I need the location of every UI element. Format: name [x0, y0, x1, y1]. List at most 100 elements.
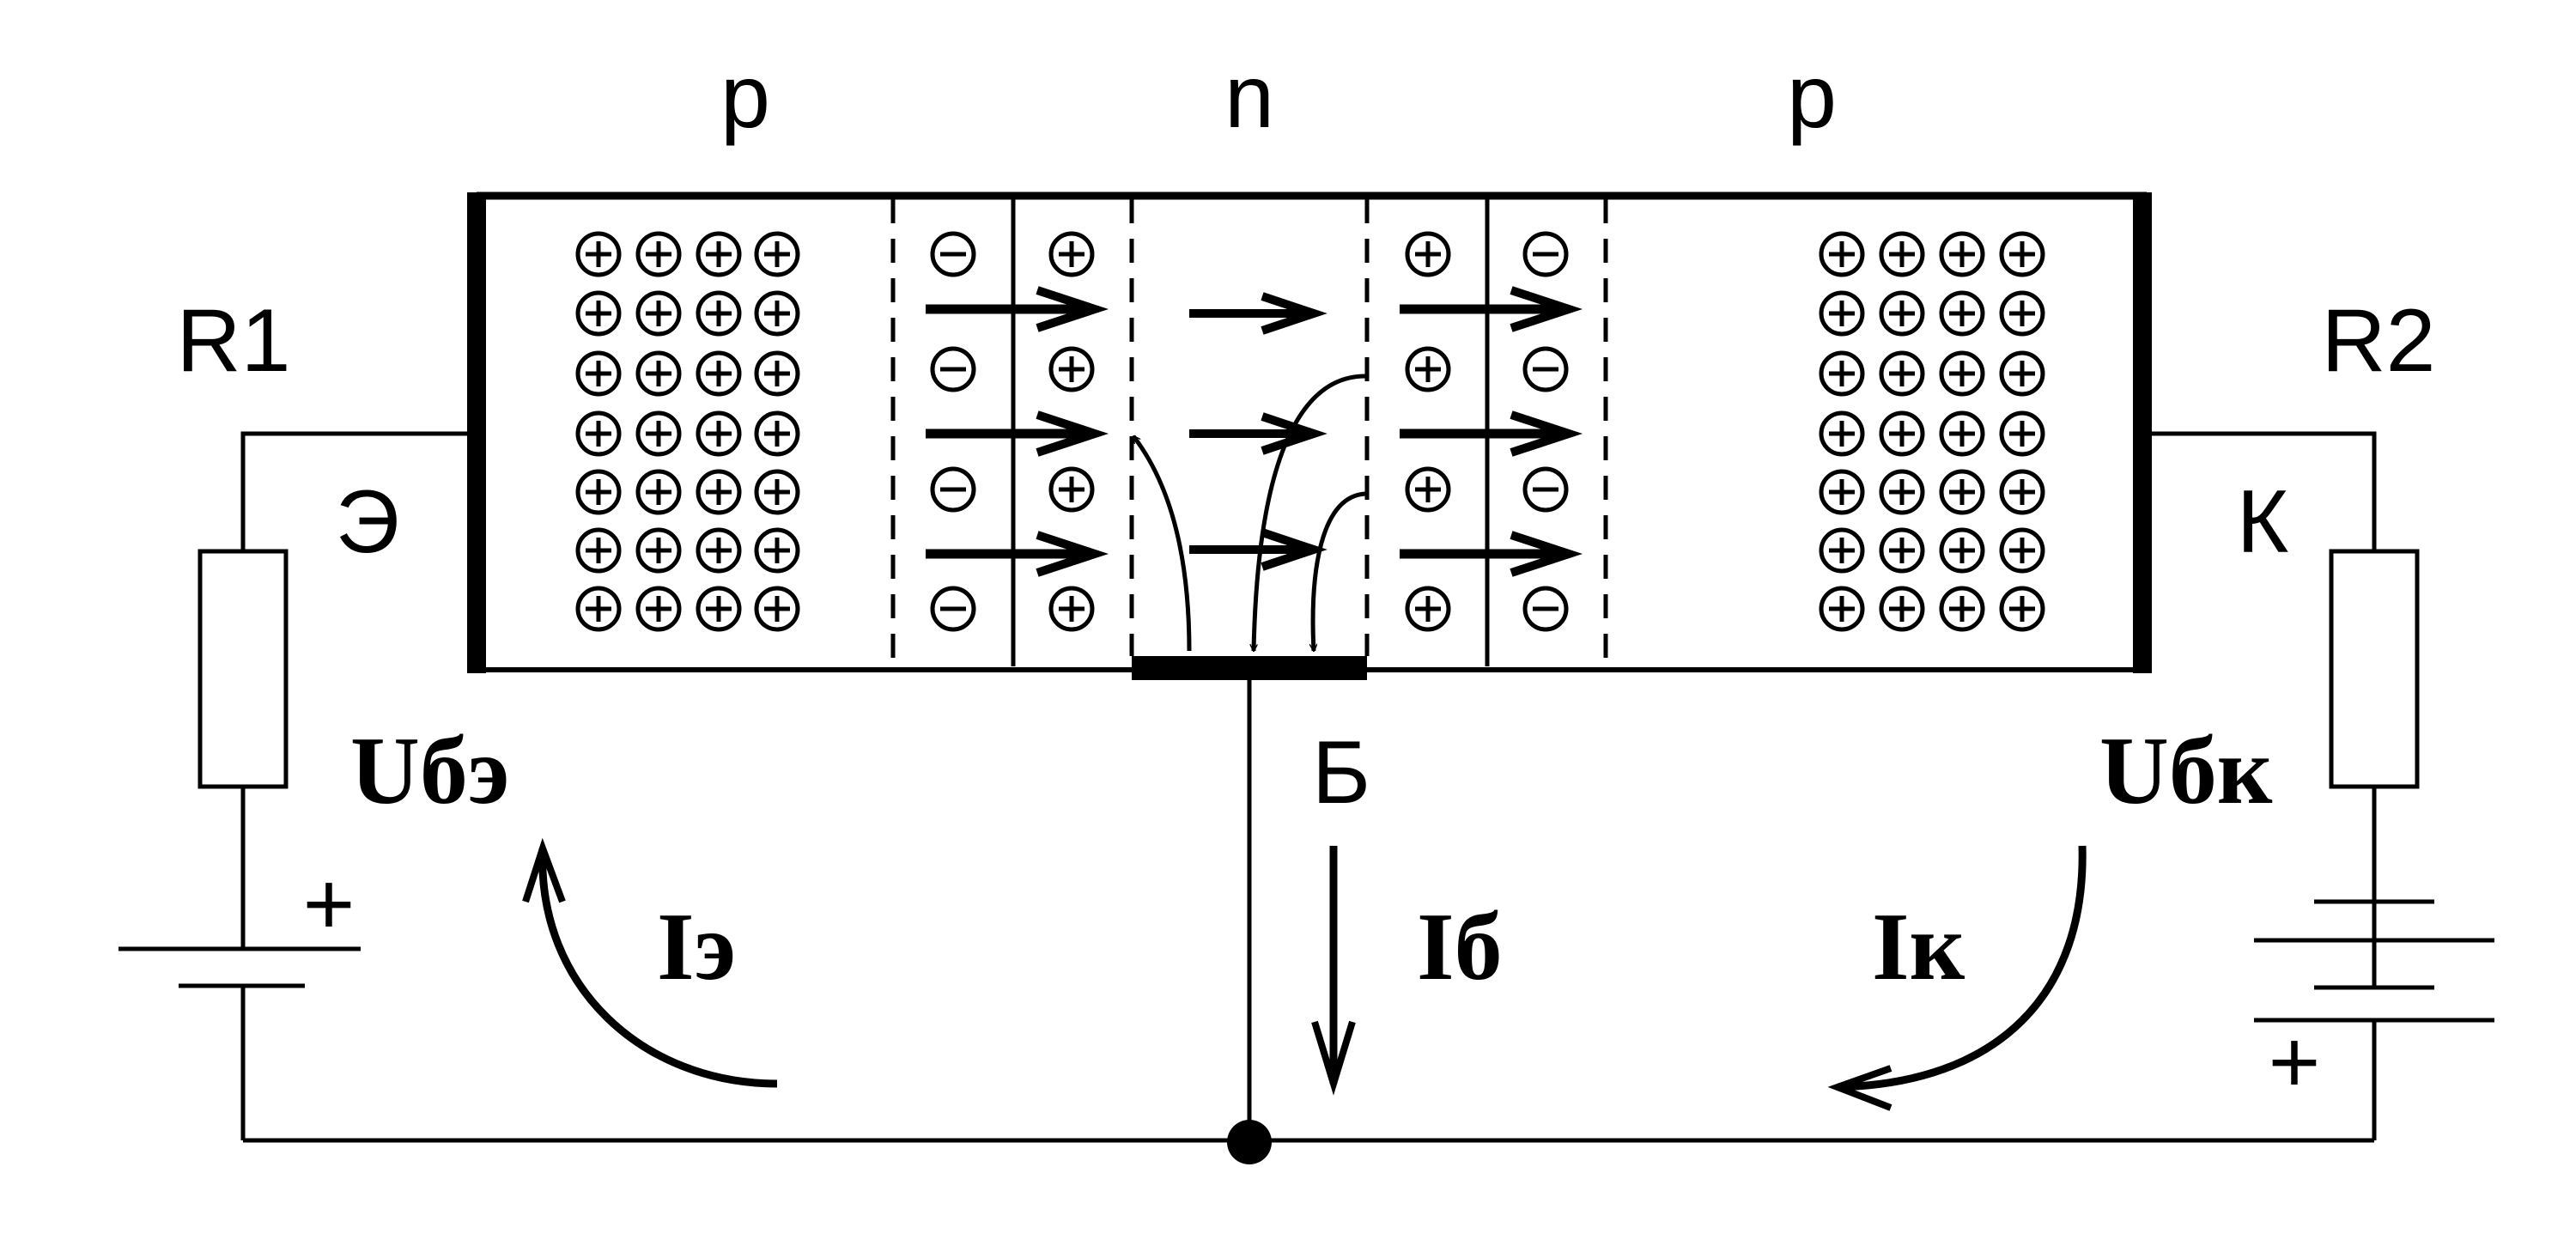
hole-carrier — [1999, 290, 2045, 337]
hole-carrier — [635, 527, 682, 574]
hole-carrier — [1879, 410, 1925, 457]
left-battery-plus-sign: + — [303, 854, 355, 954]
hole-carrier — [1999, 527, 2045, 574]
ionized-donor — [1405, 466, 1451, 513]
region-label-left: p — [720, 47, 770, 147]
voltage-label-ube: Uбэ — [350, 718, 509, 824]
hole-carrier — [1819, 469, 1865, 515]
hole-carrier — [1999, 586, 2045, 632]
hole-carrier — [635, 410, 682, 457]
ionized-acceptor — [1522, 231, 1569, 277]
hole-carrier — [1999, 350, 2045, 397]
battery-left — [118, 946, 361, 988]
carrier-symbols — [575, 231, 2045, 632]
hole-carrier — [1879, 231, 1925, 277]
ionized-donor — [1405, 586, 1451, 632]
ionized-acceptor — [1522, 346, 1569, 392]
hole-carrier — [754, 231, 800, 277]
hole-carrier — [635, 586, 682, 632]
hole-carrier — [754, 350, 800, 397]
carrier-flow — [926, 286, 1583, 652]
ionized-acceptor — [930, 466, 976, 513]
hole-carrier — [696, 231, 742, 277]
hole-carrier — [1879, 527, 1925, 574]
current-label-ib: Iб — [1417, 894, 1503, 1000]
hole-carrier — [635, 469, 682, 515]
hole-carrier — [1879, 290, 1925, 337]
hole-carrier — [1819, 410, 1865, 457]
arrow-head — [1036, 531, 1109, 577]
arrow-head — [1311, 1020, 1356, 1096]
hole-carrier — [1939, 231, 1985, 277]
hole-carrier — [1939, 410, 1985, 457]
arrow-head — [522, 837, 566, 903]
collector-current-arrow — [1837, 845, 2087, 1091]
hole-carrier — [1999, 469, 2045, 515]
arrow-head — [1036, 410, 1109, 457]
arrow-head — [1510, 286, 1583, 332]
arrow-head — [1827, 1065, 1893, 1111]
hole-carrier — [1819, 350, 1865, 397]
arrow-head — [1510, 531, 1583, 577]
hole-carrier — [575, 290, 622, 337]
ionized-donor — [1048, 466, 1095, 513]
hole-carrier — [575, 410, 622, 457]
hole-carrier — [696, 527, 742, 574]
recombination-curve — [1313, 491, 1366, 651]
hole-carrier — [1879, 469, 1925, 515]
circuit-wiring — [240, 431, 2377, 1143]
hole-carrier — [754, 586, 800, 632]
emitter-junction-flow-arrows — [926, 286, 1109, 577]
current-label-ie: Iэ — [657, 894, 736, 1000]
hole-carrier — [635, 350, 682, 397]
ground-junction-node — [1227, 1120, 1272, 1164]
right-battery-plus-sign: + — [2269, 1012, 2321, 1112]
ionized-acceptor — [930, 346, 976, 392]
recombination-curves — [1132, 374, 1366, 652]
current-arrows — [522, 837, 2087, 1111]
ionized-donor — [1048, 231, 1095, 277]
hole-carrier — [1939, 586, 1985, 632]
hole-carrier — [575, 350, 622, 397]
ionized-acceptor — [930, 231, 976, 277]
hole-carrier — [754, 469, 800, 515]
battery-right — [2254, 899, 2494, 1023]
hole-carrier — [696, 410, 742, 457]
hole-carrier — [1879, 586, 1925, 632]
ionized-donor — [1048, 586, 1095, 632]
hole-carrier — [754, 527, 800, 574]
hole-carrier — [1819, 527, 1865, 574]
hole-carrier — [1939, 527, 1985, 574]
electron-path-curve — [1132, 436, 1192, 652]
ionized-donor — [1405, 346, 1451, 392]
emitter-wire — [240, 431, 468, 551]
region-label-middle: n — [1224, 47, 1274, 147]
arrow-head — [1036, 286, 1109, 332]
hole-carrier — [696, 586, 742, 632]
collector-wire — [2151, 431, 2377, 551]
hole-carrier — [754, 290, 800, 337]
hole-carrier — [575, 586, 622, 632]
hole-carrier — [575, 527, 622, 574]
hole-carrier — [696, 469, 742, 515]
hole-carrier — [575, 231, 622, 277]
hole-carrier — [1999, 231, 2045, 277]
emitter-current-arrow — [538, 848, 778, 1088]
resistor-r2 — [2329, 549, 2420, 789]
recombination-curve — [1254, 374, 1366, 651]
ionized-acceptor — [1522, 586, 1569, 632]
current-label-ik: Iк — [1872, 894, 1965, 1000]
hole-carrier — [696, 350, 742, 397]
voltage-label-ubk: Uбк — [2099, 718, 2273, 824]
hole-carrier — [1819, 290, 1865, 337]
hole-carrier — [1999, 410, 2045, 457]
ionized-acceptor — [930, 586, 976, 632]
arrow-head — [1510, 410, 1583, 457]
region-label-right: p — [1787, 47, 1837, 147]
arrow-head — [1261, 412, 1327, 455]
hole-carrier — [635, 231, 682, 277]
resistor-r1 — [197, 549, 289, 789]
hole-carrier — [575, 469, 622, 515]
hole-carrier — [1819, 231, 1865, 277]
